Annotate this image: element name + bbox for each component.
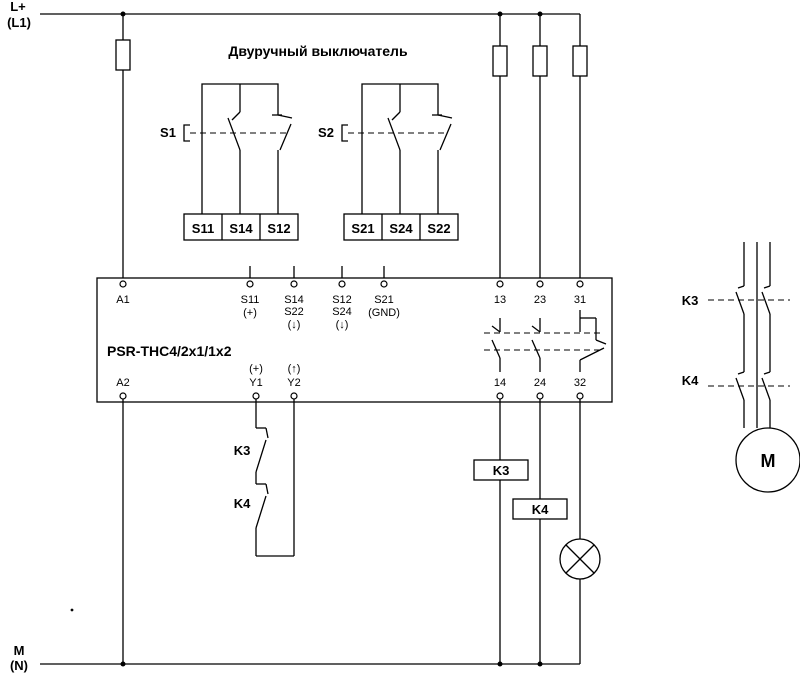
motor-label: M xyxy=(761,451,776,471)
motor-k3-label: K3 xyxy=(682,293,699,308)
terminal-s14: S14 xyxy=(229,221,253,236)
lower-circuits: K3 K4 K3 K4 xyxy=(70,399,601,664)
fuse-23 xyxy=(532,45,548,77)
label-s11: S11 xyxy=(241,294,260,306)
stray-dot xyxy=(70,608,74,612)
terminal-strip-right xyxy=(343,213,459,241)
label-s21: S21 xyxy=(374,294,394,306)
terminal-13 xyxy=(496,280,504,288)
terminal-y1 xyxy=(252,392,260,400)
label-y1-sup: (+) xyxy=(249,363,263,375)
label-s12: S12 xyxy=(332,294,352,306)
relay-module: PSR-THC4/2x1/1x2 A1 S11 (+) S14 S22 (↓) … xyxy=(96,266,613,403)
coil-k4-label: K4 xyxy=(532,502,549,517)
terminal-23 xyxy=(536,280,544,288)
label-s11-sub: (+) xyxy=(243,307,257,319)
rail-top-label: L+ xyxy=(10,0,26,14)
label-24: 24 xyxy=(534,377,546,389)
motor-k4-label: K4 xyxy=(682,373,699,388)
label-31: 31 xyxy=(574,294,586,306)
fuse-13 xyxy=(492,45,508,77)
terminal-s21: S21 xyxy=(351,221,374,236)
fuse-a1 xyxy=(115,39,131,71)
two-hand-switch: Двуручный выключатель S1 S11 S14 S12 S2 xyxy=(160,43,459,241)
terminal-s21-in xyxy=(380,280,388,288)
terminal-s11: S11 xyxy=(192,221,214,236)
terminal-a2 xyxy=(119,392,127,400)
label-a2: A2 xyxy=(116,377,129,389)
terminal-s24: S24 xyxy=(389,221,413,236)
terminal-s12: S12 xyxy=(267,221,290,236)
label-23: 23 xyxy=(534,294,546,306)
terminal-s22: S22 xyxy=(427,221,450,236)
terminal-strip-left xyxy=(183,213,299,241)
label-a1: A1 xyxy=(116,294,129,306)
terminal-24 xyxy=(536,392,544,400)
s1-label: S1 xyxy=(160,125,176,140)
label-y2-sup: (↑) xyxy=(288,363,301,375)
rail-bottom-sublabel: (N) xyxy=(10,658,28,673)
output-contacts xyxy=(484,310,607,372)
rail-top-sublabel: (L1) xyxy=(7,15,31,30)
terminal-s14-in xyxy=(290,280,298,288)
terminal-14 xyxy=(496,392,504,400)
motor-icon xyxy=(735,427,800,493)
terminal-y2 xyxy=(290,392,298,400)
label-y1: Y1 xyxy=(249,377,262,389)
feedback-k3-label: K3 xyxy=(234,443,251,458)
label-s21-sub: (GND) xyxy=(368,307,400,319)
coil-k3-label: K3 xyxy=(493,463,510,478)
label-y2: Y2 xyxy=(287,377,300,389)
s2-label: S2 xyxy=(318,125,334,140)
terminal-32 xyxy=(576,392,584,400)
label-s22: S22 xyxy=(284,306,304,318)
label-13: 13 xyxy=(494,294,506,306)
fuse-31 xyxy=(572,45,588,77)
rail-bottom-label: M xyxy=(14,643,25,658)
terminal-s12-in xyxy=(338,280,346,288)
label-s14-sub: (↓) xyxy=(288,319,301,331)
s2-pushbutton-icon xyxy=(341,124,348,142)
label-s24: S24 xyxy=(332,306,352,318)
terminal-31 xyxy=(576,280,584,288)
fuses xyxy=(115,14,588,278)
label-s14: S14 xyxy=(284,294,304,306)
s1-pushbutton-icon xyxy=(183,124,190,142)
switch-title: Двуручный выключатель xyxy=(228,43,408,59)
coil-k3 xyxy=(473,459,529,481)
label-32: 32 xyxy=(574,377,586,389)
label-14: 14 xyxy=(494,377,506,389)
relay-box xyxy=(96,277,613,403)
motor-circuit: K3 K4 M xyxy=(682,242,800,493)
terminal-s11-in xyxy=(246,280,254,288)
terminal-a1 xyxy=(119,280,127,288)
label-s12-sub: (↓) xyxy=(336,319,349,331)
relay-model: PSR-THC4/2x1/1x2 xyxy=(107,343,232,359)
feedback-k4-label: K4 xyxy=(234,496,251,511)
